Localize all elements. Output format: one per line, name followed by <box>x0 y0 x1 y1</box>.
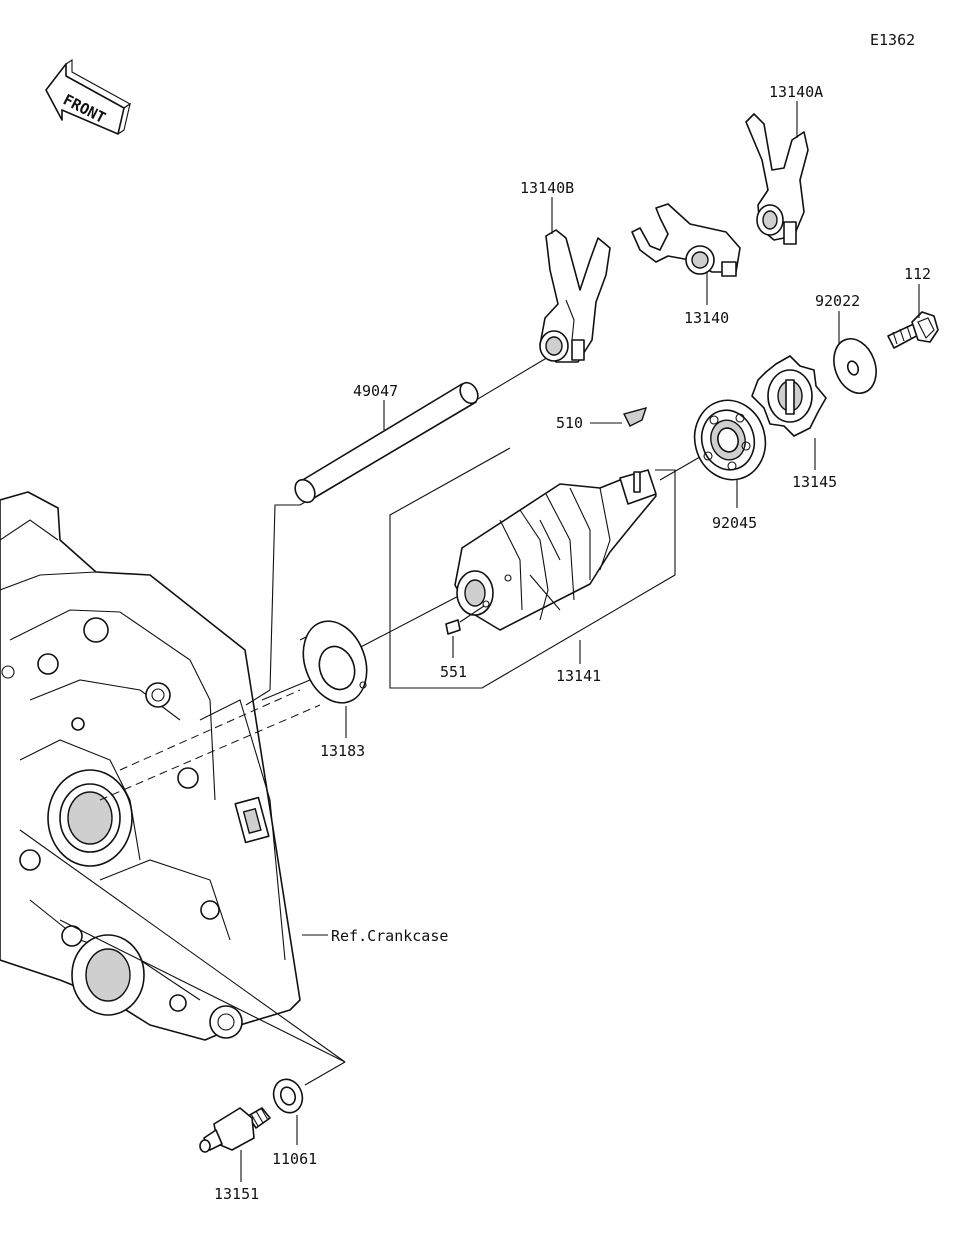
key-510-icon <box>622 406 648 427</box>
label-ref-crankcase: Ref.Crankcase <box>331 927 448 945</box>
label-13183: 13183 <box>320 742 365 760</box>
dashed-axis-2 <box>99 704 321 801</box>
diagram-code: E1362 <box>870 31 915 49</box>
label-13140A: 13140A <box>769 83 823 101</box>
bolt-112-icon <box>887 311 939 349</box>
washer-92022-icon <box>833 338 877 394</box>
leader-13183-axis <box>261 679 311 701</box>
label-112: 112 <box>904 265 931 283</box>
fork-13140-icon <box>631 203 741 277</box>
label-551: 551 <box>440 663 467 681</box>
leader-sensor-1 <box>59 919 346 1063</box>
leader-shaft-axis <box>245 689 271 706</box>
shift-drum-13141-icon <box>454 469 657 631</box>
leader-drum-axis <box>354 589 471 651</box>
label-49047: 49047 <box>353 382 398 400</box>
bearing-92045-icon <box>693 399 767 481</box>
label-13140B: 13140B <box>520 179 574 197</box>
star-wheel-13145-icon <box>751 355 827 437</box>
label-510: 510 <box>556 414 583 432</box>
bracket-13141 <box>389 447 676 689</box>
leader-49047-axis <box>269 504 300 691</box>
label-11061: 11061 <box>272 1150 317 1168</box>
sensor-13151-icon <box>199 1107 271 1153</box>
label-13141: 13141 <box>556 667 601 685</box>
washer-11061-icon <box>272 1078 304 1114</box>
label-92022: 92022 <box>815 292 860 310</box>
label-13140: 13140 <box>684 309 729 327</box>
shaft-49047-icon <box>294 381 479 504</box>
label-13151: 13151 <box>214 1185 259 1203</box>
plate-13183-icon <box>302 620 368 704</box>
fork-13140A-icon <box>745 113 809 245</box>
leader-sensor-2 <box>19 829 346 1063</box>
pin-551-icon <box>445 605 485 635</box>
crankcase-icon <box>0 491 301 1041</box>
fork-13140B-icon <box>539 229 611 363</box>
label-13145: 13145 <box>792 473 837 491</box>
label-92045: 92045 <box>712 514 757 532</box>
dashed-axis-1 <box>119 689 301 771</box>
leader-sensor-3 <box>304 1061 346 1086</box>
front-arrow-icon: FRONT <box>45 58 132 135</box>
